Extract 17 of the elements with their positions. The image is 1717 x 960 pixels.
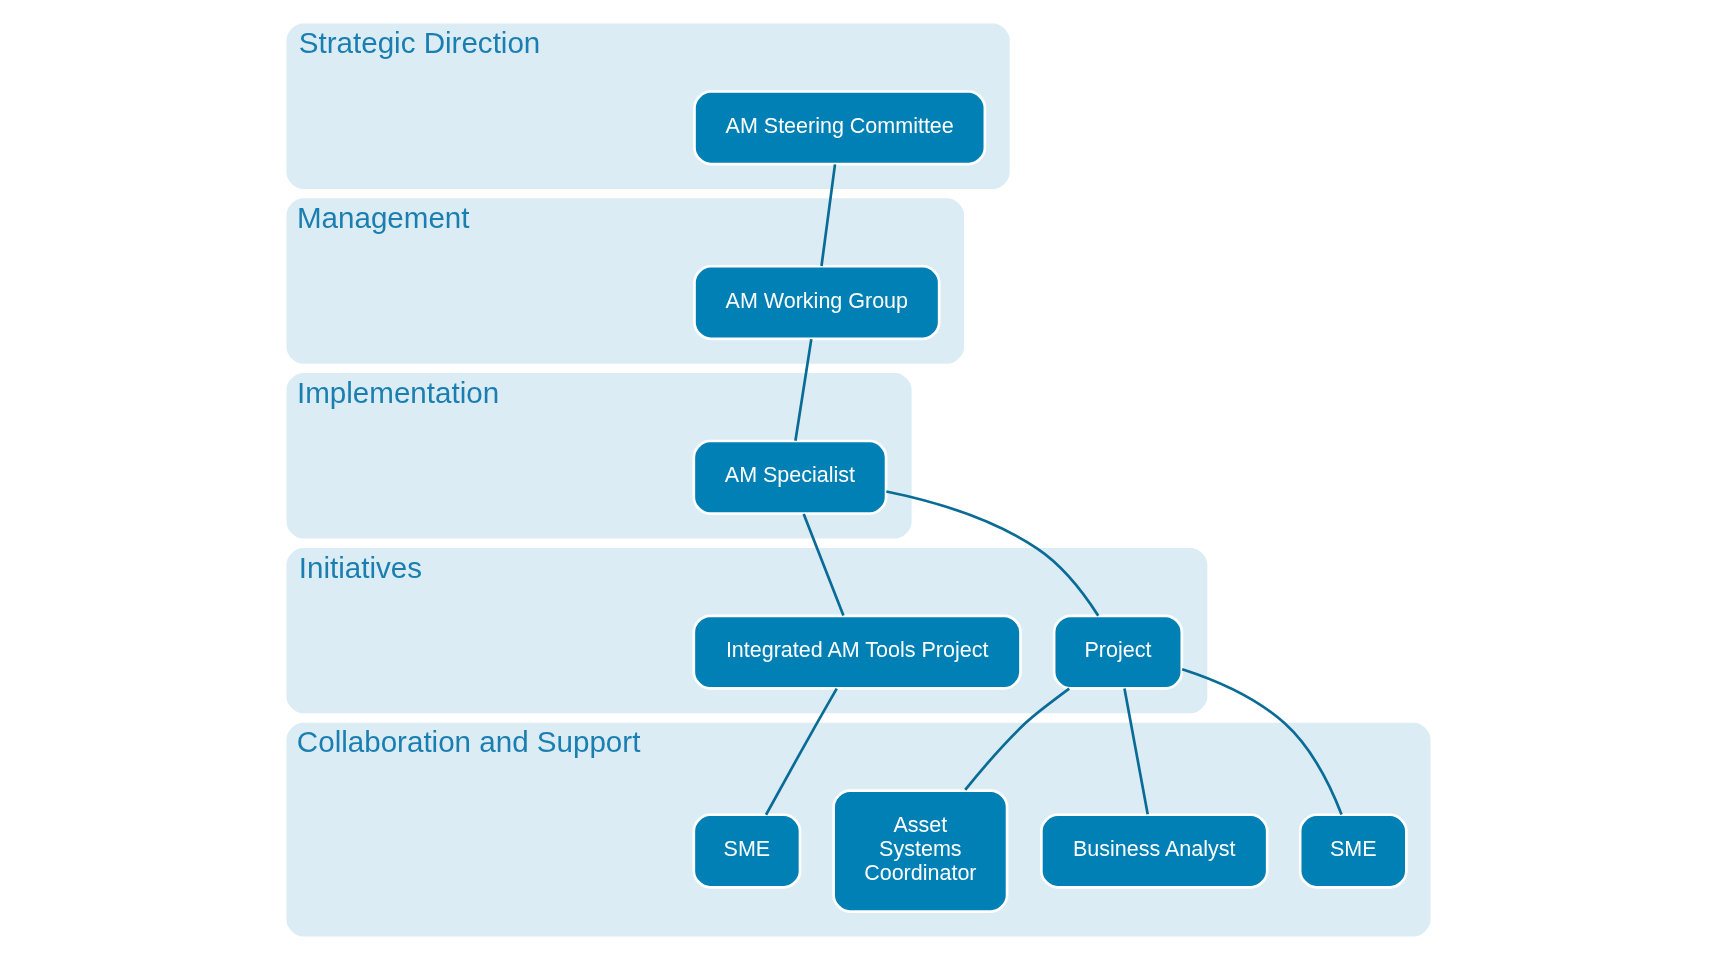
connector	[1181, 667, 1343, 815]
connector	[764, 687, 838, 816]
node-box: SME	[1298, 813, 1408, 889]
connector	[794, 338, 813, 441]
node-box: Integrated AM Tools Project	[692, 614, 1022, 690]
connector	[820, 164, 837, 267]
node-box: AM Working Group	[693, 264, 941, 341]
node-box: Asset Systems Coordinator	[832, 789, 1009, 913]
node-box: AM Steering Committee	[693, 90, 987, 166]
node-box: AM Specialist	[692, 439, 888, 515]
connector	[964, 687, 1070, 791]
connector	[1123, 688, 1150, 815]
node-box: SME	[692, 813, 802, 889]
node-box: Business Analyst	[1040, 813, 1269, 889]
connector	[802, 513, 845, 617]
node-box: Project	[1052, 614, 1184, 690]
connector	[886, 490, 1100, 617]
